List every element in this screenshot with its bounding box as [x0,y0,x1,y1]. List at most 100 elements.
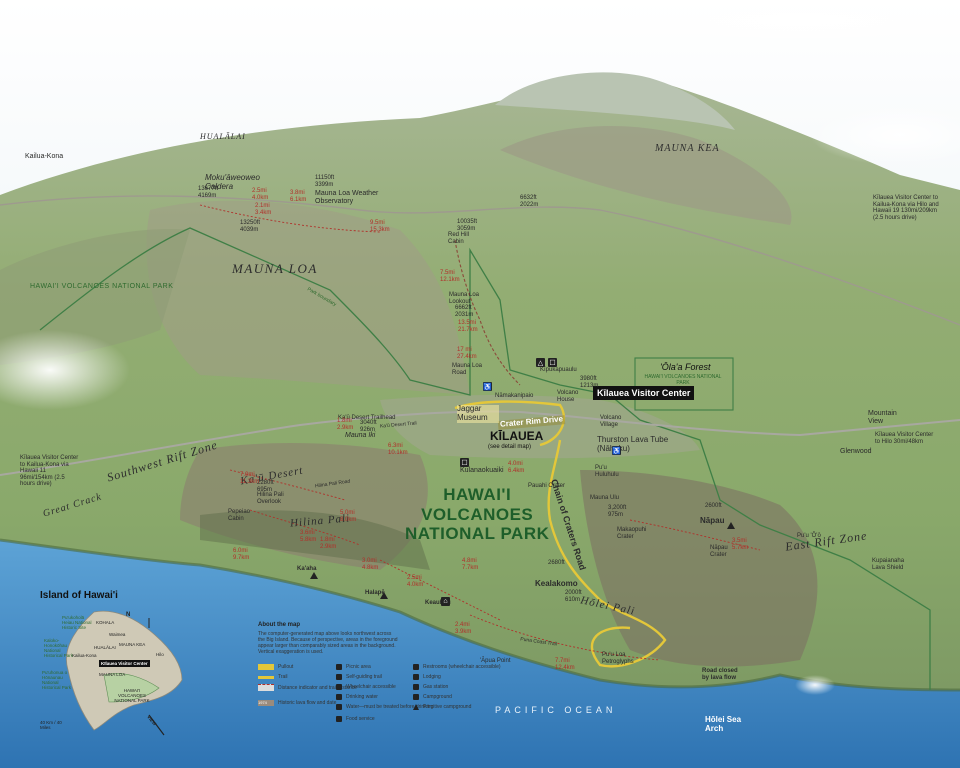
legend-water-treat: Water—must be treated before drinking [336,704,433,710]
distance-marker: 7.7mi 12.4km [555,658,575,671]
elevation-mk-road: 6632ft 2022m [520,195,539,208]
hilina-overlook-label: Hilina Pali Overlook [257,492,284,505]
jaggar-museum-label: Jaggar Museum [457,404,499,423]
kaaha-label: Ka'aha [297,566,317,572]
legend-distance: Distance indicator and trail distance [258,684,357,691]
inset-island [66,610,183,736]
inset-hilo: Hilo [156,652,164,657]
inset-title: Island of Hawai'i [40,590,118,601]
kilauea-label: KĪLAUEA [490,429,544,443]
apua-point-label: 'Āpua Point [480,658,511,664]
pauahi-label: Pauahi Crater [528,483,566,489]
distance-marker: 3.0mi 4.8km [362,558,379,571]
elevation-ka-desert: 3040ft 926m [360,420,377,433]
distance-marker: 2.5mi 4.0km [252,188,269,201]
distance-marker: 3.5mi 5.7km [732,538,749,551]
namakanipaio-label: Nāmakanipaio [495,393,534,399]
kupaianaha-label: Kupaianaha Lava Shield [872,558,905,571]
mauna-loa-lookout-label: Mauna Loa Lookout [449,292,480,305]
legend-historic: 1974 Historic lava flow and date [258,700,337,706]
distance-marker: 6.3mi 10.1km [388,443,408,456]
puu-huluhulu-label: Pu'u Huluhulu [595,465,619,478]
elevation-mauna-ulu: 3,200ft 975m [608,505,627,518]
napau-crater-label: Nāpau Crater [710,545,728,558]
primitive-campground-icon[interactable] [727,522,735,529]
distance-marker: 1.8mi 2.9km [337,418,354,431]
halape-label: Halapē [365,590,385,596]
elevation-vc: 3980ft 1213m [580,376,599,389]
mokuaweoweo-label: Moku'āweoweo Caldera [205,173,260,191]
legend-pullout: Pullout [258,664,293,670]
distance-marker: 2.5mi 4.0km [407,575,424,588]
primitive-campground-icon[interactable] [310,572,318,579]
pacific-ocean-label: PACIFIC OCEAN [495,705,617,715]
picnic-icon[interactable]: ☐ [548,358,557,367]
elevation-mauna-ulu-mid: 2680ft [548,560,565,566]
note-to-hilo: Kīlauea Visitor Center to Hilo 30mi/48km [875,432,934,445]
shelter-icon[interactable]: ⌂ [441,597,450,606]
primitive-campground-icon[interactable] [380,592,388,599]
distance-marker: 7.5mi 12.1km [440,270,460,283]
distance-marker: 4.0mi 6.4km [508,461,525,474]
elevation-summit: 13677ft 4169m [198,186,219,199]
mauna-kea-label: MAUNA KEA [655,143,720,154]
inset-puuhonua: Pu'uhonua o Hōnaunau National Historical… [42,670,72,690]
park-name-center: HAWAI'I VOLCANOES NATIONAL PARK [405,485,549,544]
distance-marker: 3.6mi 5.8km [300,530,317,543]
distance-marker: 2.1mi 3.4km [255,203,272,216]
puu-loa-label: Pu'u Loa Petroglyphs [602,652,634,665]
legend-restrooms: Restrooms (wheelchair accessible) [413,664,501,670]
restroom-icon[interactable]: ♿ [612,446,621,455]
inset-kohala: KOHALA [96,620,115,625]
legend-food: Food service [336,716,375,722]
distance-marker: 1.8mi 2.9km [320,537,337,550]
road-closed-label: Road closed by lava flow [702,668,738,681]
kailua-kona-label: Kailua-Kona [25,153,64,160]
note-to-kona-north: Kīlauea Visitor Center to Kailua-Kona vi… [873,195,939,221]
red-hill-label: Red Hill Cabin [448,232,470,245]
inset-puukohola: Pu'ukoholā Heiau National Historic Site [62,615,92,630]
elevation-weather: 11150ft 3399m [315,175,335,188]
legend-text: The computer-generated map above looks n… [258,631,398,655]
distance-marker: 2.4mi 3.9km [455,622,472,635]
inset-kona: Kailua-Kona [72,653,97,658]
kau-trailhead-label: Ka'ū Desert Trailhead [338,415,396,421]
elevation-napau: 2600ft [705,503,722,509]
legend-campground: Campground [413,694,452,700]
visitor-center-label[interactable]: Kīlauea Visitor Center [593,386,695,400]
camping-icon[interactable]: △ [536,358,545,367]
restroom-icon[interactable]: ♿ [483,382,492,391]
inset-hualalai: HUALĀLAI [94,645,116,650]
inset-park: HAWAI'I VOLCANOES NATIONAL PARK [114,688,150,703]
keauhou-label: Keauhou [425,600,451,606]
inset-map: Island of Hawai'i N KOHALA Waimea Kailua… [34,590,184,740]
olaa-forest-sub-label: HAWAI'I VOLCANOES NATIONAL PARK [644,374,722,386]
kipukapuaulu-label: Kīpukapuaulu [540,367,577,373]
legend-self-guided: Self-guiding trail [336,674,382,680]
elevation-kealakomo: 2000ft 610m [565,590,582,603]
inset-mauna-kea: MAUNA KEA [119,642,146,647]
olaa-forest-label: 'Ōla'a Forest [660,362,711,372]
inset-waimea: Waimea [109,632,126,637]
park-name-line-1: HAWAI'I [443,485,512,504]
hualalai-label: HUALĀLAI [200,132,246,141]
volcano-house-label: Volcano House [557,390,579,403]
mountain-view-label: Mountain View [868,410,897,425]
picnic-icon[interactable]: ☐ [460,458,469,467]
park-name-line-3: NATIONAL PARK [405,524,550,544]
inset-north: N [126,612,131,618]
distance-marker: 4.8mi 7.7km [462,558,479,571]
inset-scale: 40 Km / 40 Miles [40,720,62,730]
note-to-kona: Kīlauea Visitor Center to Kailua-Kona vi… [20,455,79,488]
mauna-loa-road-label: Mauna Loa Road [452,363,483,376]
makaopuhi-label: Makaopuhi Crater [617,527,647,540]
pepeiao-cabin-label: Pepeiao Cabin [228,509,251,522]
park-name-left-label: HAWAI'I VOLCANOES NATIONAL PARK [30,283,174,290]
inset-mauna-loa: MAUNA LOA [99,672,126,677]
kilauea-detail-label: (see detail map) [488,444,532,450]
legend-trail: Trail [258,674,288,680]
distance-marker: 5.0mi 8.0km [340,510,357,523]
distance-marker: 3.8mi 6.1km [290,190,307,203]
distance-marker: 6.0mi 9.7km [233,548,250,561]
